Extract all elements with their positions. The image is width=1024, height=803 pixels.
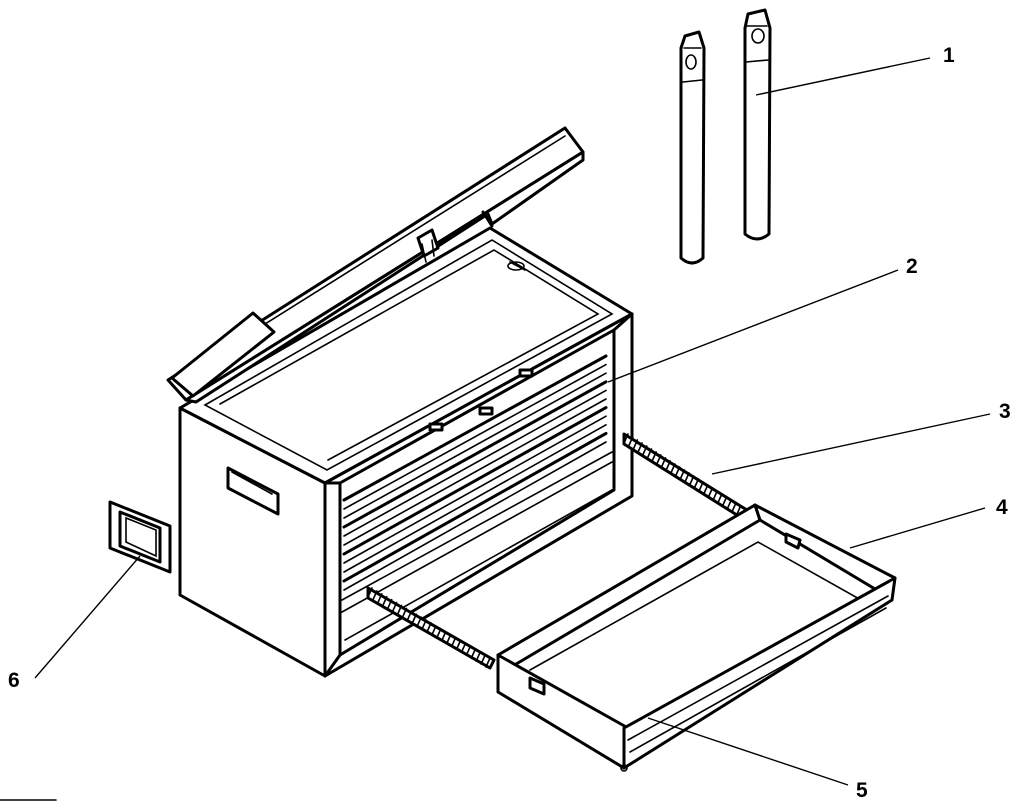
slide-rib [717, 493, 723, 504]
leader-2 [607, 269, 899, 383]
drawer-slide-left [366, 586, 496, 670]
callout-2: 2 [906, 255, 918, 278]
slide-rib [698, 481, 704, 492]
slide-rib [450, 636, 457, 648]
slide-rib [396, 604, 403, 616]
slide-rib [485, 657, 491, 668]
bottom-drawer-cavity [341, 451, 613, 641]
slide-rib [702, 484, 709, 495]
slide-rib [480, 654, 486, 665]
hinge-pins [679, 8, 772, 265]
tool-chest-body [178, 226, 634, 678]
drawer-front-line [342, 431, 608, 583]
drawer [496, 503, 897, 772]
slide-rib [421, 619, 427, 630]
slide-rib [381, 595, 388, 607]
chest-lid [166, 126, 585, 404]
leader-1 [755, 57, 931, 96]
slide-rib [470, 648, 477, 660]
hinge-pin-right [743, 8, 772, 241]
drawer-pull [428, 422, 444, 432]
drawer-front-line [343, 415, 607, 564]
slide-rib [637, 442, 643, 453]
slide-rib [665, 460, 672, 471]
drawer-front-line [343, 389, 607, 537]
leader-6 [34, 555, 141, 679]
slide-rib [679, 469, 686, 480]
slide-rib [386, 598, 393, 610]
slide-rib [401, 607, 408, 619]
slide-rib [684, 472, 690, 483]
slide-rib [660, 457, 667, 468]
drawer-pull [478, 406, 494, 416]
slide-rib [426, 622, 432, 633]
slide-rib [693, 478, 700, 489]
slide-rib [712, 490, 718, 501]
drawer-front-line [343, 363, 607, 510]
callout-3: 3 [999, 400, 1011, 423]
slide-rib [632, 439, 639, 450]
slide-rib [416, 616, 422, 627]
slide-rib [721, 496, 728, 507]
slide-rib [406, 610, 413, 622]
callout-4: 4 [996, 496, 1008, 519]
drawer-front-line [343, 441, 607, 591]
slide-rib [475, 651, 481, 662]
slide-rib [445, 633, 452, 645]
slide-rib [465, 645, 472, 657]
slide-rib [440, 630, 447, 642]
slide-rib [735, 505, 742, 516]
slide-rib [367, 587, 373, 598]
callout-5: 5 [856, 779, 868, 802]
leader-3 [711, 413, 991, 475]
slide-rib [651, 451, 657, 462]
hinge-pin-left [679, 30, 706, 265]
slide-rib [431, 625, 437, 636]
drawer-pull [518, 368, 534, 378]
slide-rib [731, 502, 737, 513]
leader-5 [647, 717, 849, 786]
drawer-front-line [342, 380, 608, 529]
slide-rib [460, 642, 467, 654]
slide-rib [623, 433, 629, 444]
slide-rib [455, 639, 462, 651]
slide-rib [646, 448, 653, 459]
slide-rib [391, 601, 398, 613]
callout-numbers: 1 2 3 4 5 6 [8, 44, 1011, 802]
slide-rib [707, 487, 714, 498]
callout-leaders [34, 57, 991, 786]
drawer-front-line [343, 398, 607, 546]
side-handle-slot [226, 466, 280, 516]
slide-rib [656, 454, 662, 465]
slide-rib [411, 613, 418, 625]
slide-rib [641, 445, 648, 456]
slide-rib [688, 475, 695, 486]
slide-rib [726, 499, 733, 510]
drawer-stack [342, 354, 608, 591]
drawer-front-line [343, 372, 607, 519]
side-handle [108, 500, 172, 574]
leader-4 [849, 507, 986, 549]
slide-rib [377, 593, 383, 604]
callout-6: 6 [8, 669, 20, 692]
slide-rib [670, 463, 676, 474]
slide-rib [674, 466, 681, 477]
slide-rib [372, 590, 378, 601]
lid-latch [416, 228, 440, 263]
drawer-front-line [342, 354, 608, 502]
slide-rib [627, 436, 634, 447]
drawer-front-line [343, 423, 607, 573]
drawer-front-line [342, 406, 608, 556]
callout-1: 1 [943, 44, 955, 67]
slide-rib [436, 628, 442, 639]
drawer-slide-right [622, 432, 757, 524]
